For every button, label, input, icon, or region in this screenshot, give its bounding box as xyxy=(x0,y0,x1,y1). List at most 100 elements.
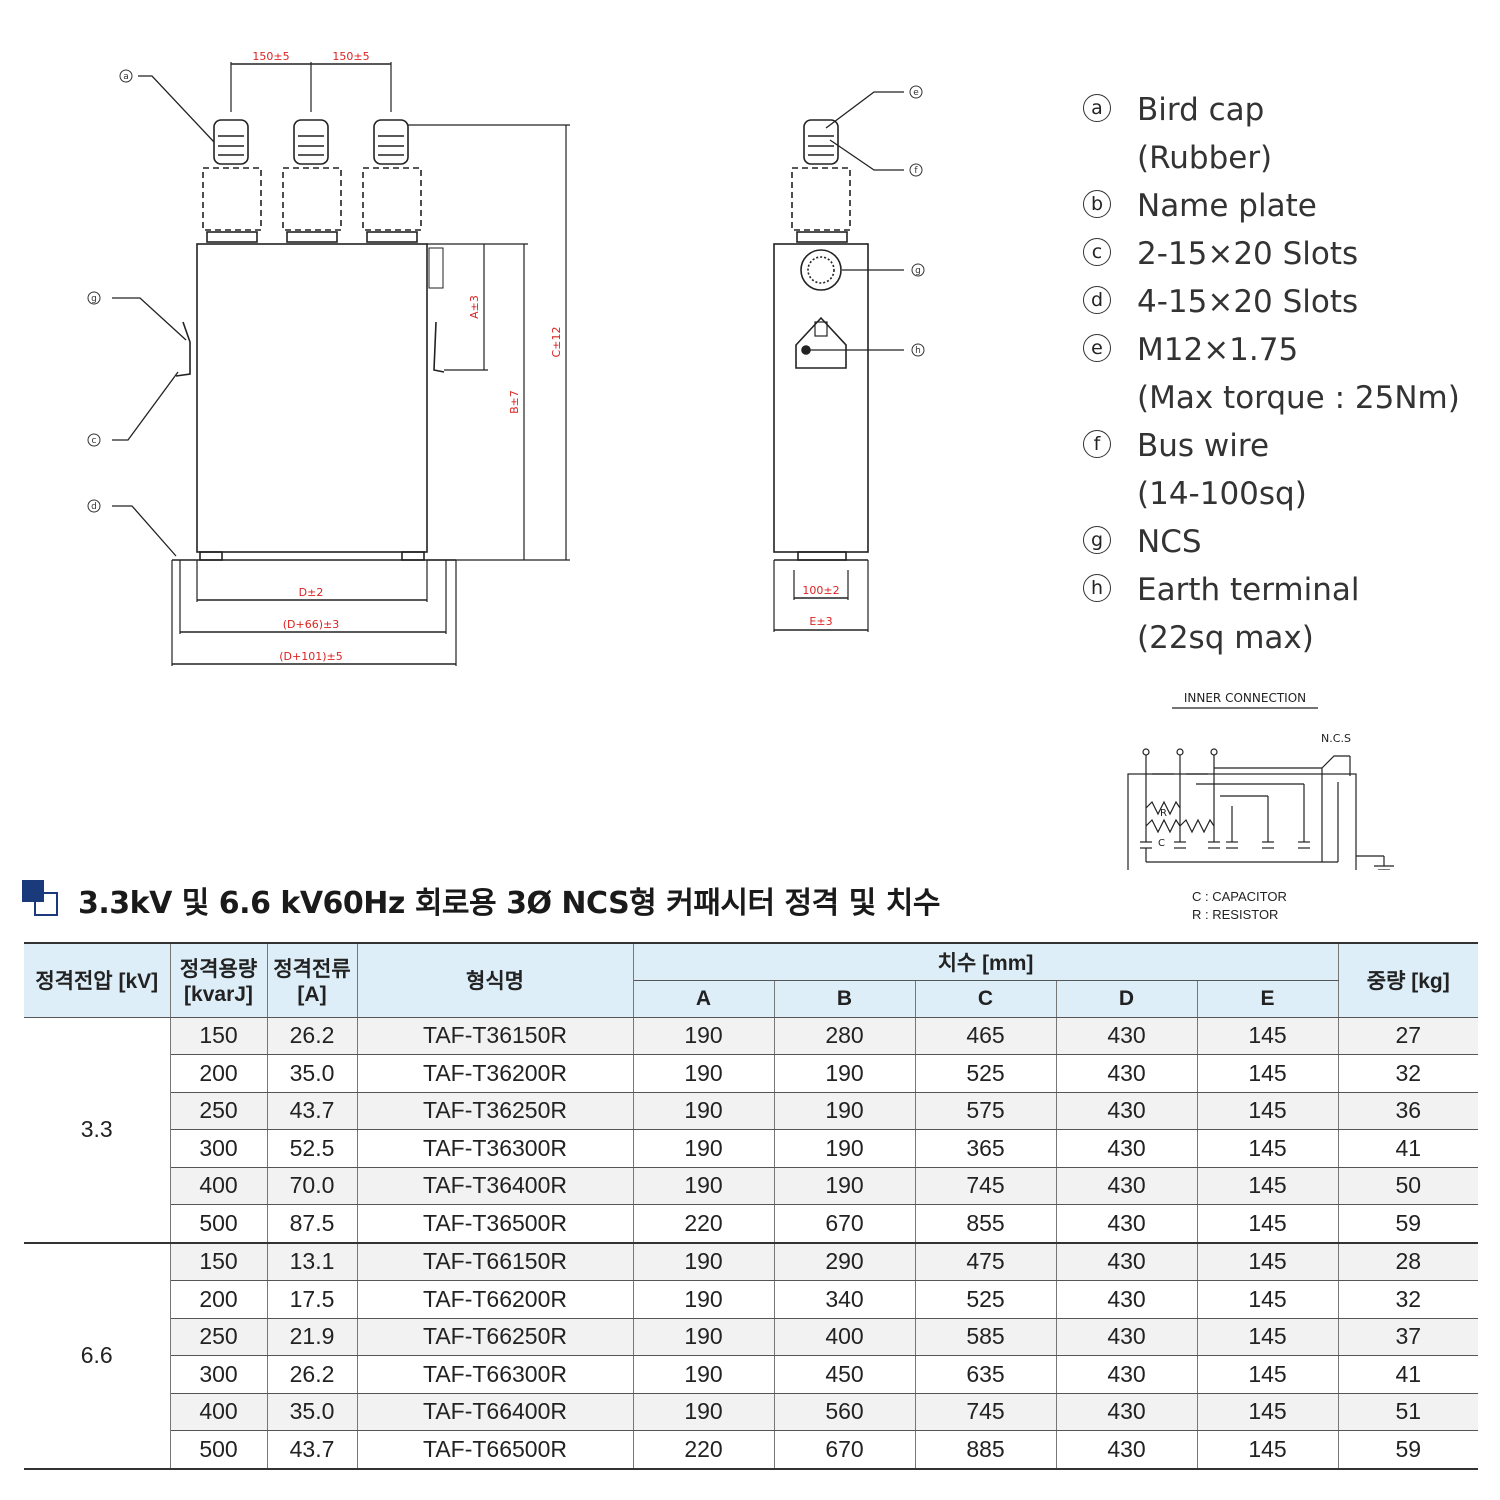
table-cell: 340 xyxy=(773,1280,916,1319)
table-cell: 300 xyxy=(169,1355,268,1394)
legend-item-g: g NCS xyxy=(1083,518,1483,566)
table-cell: 59 xyxy=(1337,1430,1478,1470)
square-bullet-icon xyxy=(22,880,62,920)
table-cell: 300 xyxy=(169,1129,268,1168)
table-cell: 190 xyxy=(632,1129,775,1168)
table-cell: 26.2 xyxy=(266,1016,358,1055)
marker-h: h xyxy=(915,346,921,356)
header-current-line1: 정격전류 xyxy=(273,958,351,982)
table-cell: 745 xyxy=(914,1392,1057,1431)
table-cell: 430 xyxy=(1055,1355,1198,1394)
marker-g: g xyxy=(91,294,97,304)
table-cell: 855 xyxy=(914,1204,1057,1243)
table-cell: 525 xyxy=(914,1280,1057,1319)
legend-mark: f xyxy=(1083,430,1111,458)
marker-f: f xyxy=(914,166,918,176)
header-current-line2: [A] xyxy=(297,983,327,1007)
table-cell: 500 xyxy=(169,1430,268,1470)
table-cell: 430 xyxy=(1055,1091,1198,1130)
legend-item-a: a Bird cap (Rubber) xyxy=(1083,86,1483,182)
legend-item-h: h Earth terminal(22sq max) xyxy=(1083,566,1483,662)
table-cell: 430 xyxy=(1055,1054,1198,1093)
marker-c: c xyxy=(92,436,97,446)
spec-table: 정격전압 [kV] 정격용량[kvarJ] 정격전류[A] 형식명 치수 [mm… xyxy=(24,942,1478,1470)
table-cell: 52.5 xyxy=(266,1129,358,1168)
legend-text: 2-15×20 Slots xyxy=(1137,236,1359,272)
dim-d101: (D+101)±5 xyxy=(279,650,342,663)
table-cell: 145 xyxy=(1196,1091,1339,1130)
side-view xyxy=(773,91,904,632)
table-cell: 365 xyxy=(914,1129,1057,1168)
legend-mark: a xyxy=(1083,94,1111,122)
table-cell: 32 xyxy=(1337,1280,1478,1319)
table-cell: TAF-T66150R xyxy=(356,1241,634,1281)
table-cell: 430 xyxy=(1055,1129,1198,1168)
table-cell: 190 xyxy=(773,1166,916,1205)
legend-text: Bus wire xyxy=(1137,428,1270,464)
table-cell: 41 xyxy=(1337,1129,1478,1168)
ncs-label: N.C.S xyxy=(1321,732,1351,745)
legend-mark: d xyxy=(1083,286,1111,314)
table-cell: 400 xyxy=(169,1166,268,1205)
table-cell: 26.2 xyxy=(266,1355,358,1394)
header-current: 정격전류[A] xyxy=(266,942,358,1018)
voltage-cell: 3.3 xyxy=(24,1016,171,1243)
legend-text: 4-15×20 Slots xyxy=(1137,284,1359,320)
table-cell: 145 xyxy=(1196,1317,1339,1356)
table-cell: 190 xyxy=(632,1317,775,1356)
table-cell: 220 xyxy=(632,1430,775,1470)
table-cell: 190 xyxy=(632,1355,775,1394)
table-cell: 430 xyxy=(1055,1166,1198,1205)
table-cell: 43.7 xyxy=(266,1430,358,1470)
legend-text: Bird cap xyxy=(1137,92,1265,128)
table-cell: 150 xyxy=(169,1016,268,1055)
table-cell: TAF-T66250R xyxy=(356,1317,634,1356)
legend-text: Name plate xyxy=(1137,188,1317,224)
header-dims: 치수 [mm] xyxy=(632,942,1339,981)
table-cell: 145 xyxy=(1196,1430,1339,1470)
header-a: A xyxy=(632,979,775,1018)
table-cell: TAF-T66300R xyxy=(356,1355,634,1394)
legend-text: (Rubber) xyxy=(1137,140,1273,176)
table-cell: 27 xyxy=(1337,1016,1478,1055)
r-label: R xyxy=(1160,808,1167,819)
table-cell: TAF-T36300R xyxy=(356,1129,634,1168)
bushing-3 xyxy=(362,119,422,243)
header-c: C xyxy=(914,979,1057,1018)
table-cell: 290 xyxy=(773,1241,916,1281)
legend-text: M12×1.75 xyxy=(1137,332,1299,368)
table-cell: 150 xyxy=(169,1241,268,1281)
table-cell: 430 xyxy=(1055,1204,1198,1243)
legend-item-e: e M12×1.75(Max torque : 25Nm) xyxy=(1083,326,1483,422)
legend-text: (14-100sq) xyxy=(1137,476,1307,512)
table-cell: 43.7 xyxy=(266,1091,358,1130)
legend-mark: b xyxy=(1083,190,1111,218)
table-cell: 145 xyxy=(1196,1016,1339,1055)
legend-item-c: c 2-15×20 Slots xyxy=(1083,230,1483,278)
table-cell: 70.0 xyxy=(266,1166,358,1205)
table-cell: TAF-T36150R xyxy=(356,1016,634,1055)
dim-slot: 100±2 xyxy=(802,584,839,597)
table-cell: 885 xyxy=(914,1430,1057,1470)
inner-title: INNER CONNECTION xyxy=(1184,691,1306,705)
dim-pitch-1: 150±5 xyxy=(252,50,289,63)
legend-text: NCS xyxy=(1137,524,1202,560)
table-cell: 21.9 xyxy=(266,1317,358,1356)
table-cell: 59 xyxy=(1337,1204,1478,1243)
table-cell: 41 xyxy=(1337,1355,1478,1394)
table-cell: 670 xyxy=(773,1430,916,1470)
header-model: 형식명 xyxy=(356,942,634,1018)
table-cell: 190 xyxy=(632,1241,775,1281)
legend-item-f: f Bus wire (14-100sq) xyxy=(1083,422,1483,518)
header-voltage: 정격전압 [kV] xyxy=(24,942,171,1018)
table-cell: 17.5 xyxy=(266,1280,358,1319)
table-cell: 575 xyxy=(914,1091,1057,1130)
